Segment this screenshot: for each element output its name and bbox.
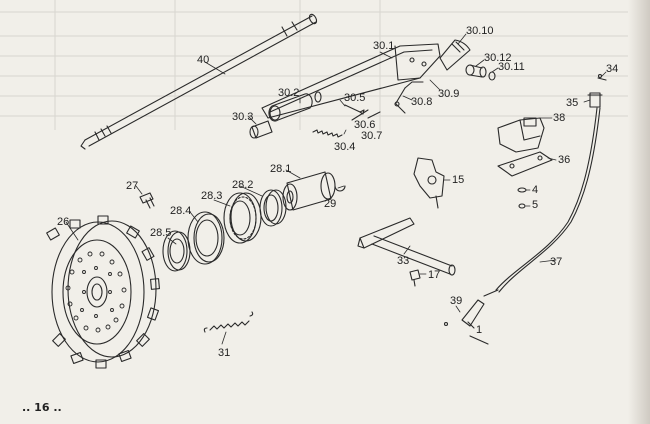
spring-part-31 [203, 311, 254, 333]
label-part-30-4: 30.4 [334, 141, 355, 153]
label-part-5: 5 [532, 199, 538, 211]
label-part-30-2: 30.2 [278, 87, 299, 99]
shaft-lever-part-33 [357, 217, 456, 276]
label-part-38: 38 [553, 112, 565, 124]
label-part-17: 17 [428, 269, 440, 281]
label-part-30-10: 30.10 [466, 25, 494, 37]
plate-part-36 [497, 151, 553, 177]
bracket-part-38 [497, 117, 545, 153]
bolt-part-17 [409, 269, 421, 287]
label-part-26: 26 [57, 216, 69, 228]
flywheel-part-26 [46, 215, 160, 369]
label-part-28-4: 28.4 [170, 205, 191, 217]
label-part-40: 40 [197, 54, 209, 66]
bearing-part-28-3 [223, 192, 262, 244]
label-part-30-1: 30.1 [373, 40, 394, 52]
washer-part-4 [517, 187, 527, 209]
label-part-30-8: 30.8 [411, 96, 432, 108]
sleeve-part-28-1 [282, 171, 346, 211]
label-part-28-2: 28.2 [232, 179, 253, 191]
ring-part-28-5 [162, 230, 191, 272]
label-part-30-3: 30.3 [232, 111, 253, 123]
label-part-30-11: 30.11 [498, 61, 525, 73]
bolt-part-27 [139, 192, 155, 209]
label-part-30-5: 30.5 [344, 92, 365, 104]
cable-fitting-part-35 [587, 73, 607, 108]
label-part-4: 4 [532, 184, 538, 196]
label-part-1: 1 [476, 324, 482, 336]
lever-assembly-30 [249, 39, 496, 139]
ring-part-28-4 [187, 211, 225, 265]
label-part-30-7: 30.7 [361, 130, 382, 142]
clevis-part-39 [443, 299, 489, 345]
cable-part-37 [483, 107, 601, 297]
label-part-33: 33 [397, 255, 409, 267]
label-part-35: 35 [566, 97, 578, 109]
label-part-28-1: 28.1 [270, 163, 291, 175]
label-part-29: 29 [324, 198, 336, 210]
label-part-27: 27 [126, 180, 138, 192]
label-part-30-12: 30.12 [484, 52, 512, 64]
label-part-34: 34 [606, 63, 618, 75]
label-part-36: 36 [558, 154, 570, 166]
page-number: .. 16 .. [22, 401, 62, 414]
page-fold-shadow [628, 0, 650, 424]
label-part-30-6: 30.6 [354, 119, 375, 131]
label-part-39: 39 [450, 295, 462, 307]
shaft-part-40 [80, 13, 318, 150]
label-part-15: 15 [452, 174, 464, 186]
label-part-37: 37 [550, 256, 562, 268]
bearing-part-28-2 [259, 189, 287, 227]
label-part-30-9: 30.9 [438, 88, 459, 100]
label-part-31: 31 [218, 347, 230, 359]
label-part-28-5: 28.5 [150, 227, 171, 239]
fork-part-15 [413, 157, 445, 209]
label-part-28-3: 28.3 [201, 190, 222, 202]
